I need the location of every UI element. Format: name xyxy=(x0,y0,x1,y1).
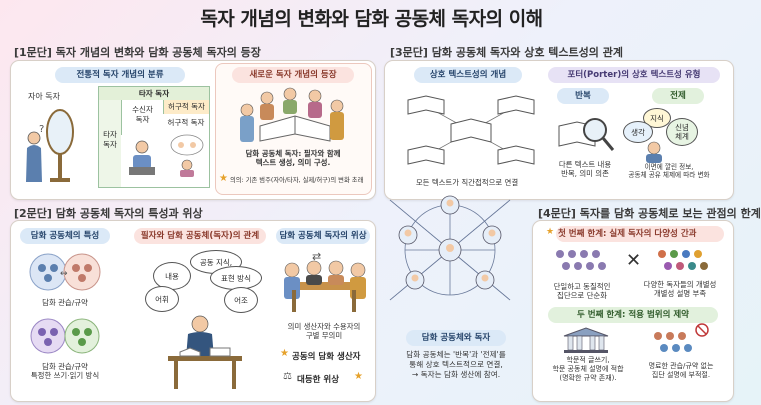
reader-at-computer-icon xyxy=(129,140,155,175)
fictional-reader-cell-2: 허구적 독자 xyxy=(167,118,205,127)
collaborating-group-illustration: ⇄ xyxy=(284,250,366,312)
knowledge-bubble: 지식 xyxy=(643,108,671,128)
new-reader-note: 의의: 기존 범주(자아/타자, 실제/허구)의 변화 초래 xyxy=(230,177,364,184)
svg-text:?: ? xyxy=(39,124,44,135)
limit2-right: 명료한 관습/규약 없는 집단 설명에 부적절. xyxy=(648,362,714,379)
imagined-reader-icon xyxy=(170,134,204,177)
bubble-expression: 표현 방식 xyxy=(210,266,262,290)
belief-system-bubble: 신념 체계 xyxy=(666,118,698,146)
other-reader-side: 타자 독자 xyxy=(99,100,121,187)
star-icon-left: ★ xyxy=(280,348,289,359)
community-writing-together-illustration xyxy=(240,87,344,142)
section3-heading: [3문단] 담화 공동체 독자와 상호 텍스트성의 관계 xyxy=(390,46,623,59)
traits-label-2: 담화 관습/규약 특정한 쓰기·읽기 방식 xyxy=(30,362,100,381)
co-producer-label: 공동의 담화 생산자 xyxy=(292,352,361,362)
community-network-illustration xyxy=(389,195,511,301)
community-circles-icon: ↔ xyxy=(29,253,101,291)
star-icon-right: ★ xyxy=(354,371,363,382)
reader-classification-table: 타자 독자 타자 독자 수신자 독자 허구적 독자 허구적 독자 xyxy=(98,86,210,188)
intertextuality-desc: 모든 텍스트가 직간접적으로 연결 xyxy=(415,178,519,187)
new-reader-pill: 새로운 독자 개념의 등장 xyxy=(232,67,354,83)
thought-bubble: 생각 xyxy=(623,121,653,143)
section2-heading: [2문단] 담화 공동체 독자의 특성과 위상 xyxy=(14,207,203,220)
svg-text:↔: ↔ xyxy=(60,269,68,279)
section1-heading: [1문단] 독자 개념의 변화와 담화 공동체 독자의 등장 xyxy=(14,46,261,59)
limit2-pill: 두 번째 한계: 적용 범위의 제약 xyxy=(548,307,718,323)
community-reader-pill: 담화 공동체와 독자 xyxy=(406,330,506,346)
writer-community-relation-pill: 필자와 담화 공동체(독자)의 관계 xyxy=(134,228,266,244)
repeat-desc: 다른 텍스트 내용 반복, 의미 의존 xyxy=(558,160,612,179)
reader-status-pill: 담화 공동체 독자의 위상 xyxy=(276,228,370,244)
star-icon: ★ xyxy=(219,173,228,184)
bubble-tone: 어조 xyxy=(224,287,258,313)
new-reader-desc: 담화 공동체 독자: 필자와 함께 텍스트 생성, 의미 구성. xyxy=(245,149,341,168)
magnifier-book-icon xyxy=(558,118,615,151)
limit1-pill: 첫 번째 한계: 실제 독자의 다양성 간과 xyxy=(556,226,724,242)
mirror-self-reader-illustration: ? xyxy=(26,109,74,182)
writer-at-desk-illustration xyxy=(168,315,242,389)
bubble-vocabulary: 어휘 xyxy=(145,286,179,312)
uniform-crowd-icon xyxy=(556,250,606,270)
scale-icon: ⚖ xyxy=(283,371,292,382)
traits-label-1: 담화 관습/규약 xyxy=(42,298,88,307)
diverse-crowd-icon xyxy=(658,250,708,270)
star-icon-limit1: ★ xyxy=(546,227,555,237)
intertextuality-concept-pill: 상호 텍스트성의 개념 xyxy=(414,67,522,83)
community-circles-icon-2 xyxy=(30,318,100,354)
connected-books-illustration xyxy=(407,95,535,165)
limit1-right: 다양한 독자들의 개별성 개별성 설명 부족 xyxy=(643,280,717,299)
limit2-left: 학문적 글쓰기, 학문 공동체 설명에 적합 (명확한 규약 존재). xyxy=(552,356,624,382)
community-traits-pill: 담화 공동체의 특성 xyxy=(20,228,110,244)
academy-building-icon xyxy=(563,327,609,353)
svg-text:⇄: ⇄ xyxy=(312,250,321,263)
limit1-left: 단일하고 동질적인 집단으로 단순화 xyxy=(553,282,611,301)
self-reader-label: 자아 독자 xyxy=(28,92,60,101)
section2-panel xyxy=(10,220,376,402)
traditional-reader-pill: 전통적 독자 개념의 분류 xyxy=(55,67,185,83)
person-thinking-icon xyxy=(646,141,662,163)
other-reader-header: 타자 독자 xyxy=(99,87,209,100)
cross-icon: ✕ xyxy=(626,250,642,271)
premise-desc: 이면에 깔린 정보, 공동체 공유 체제에 따라 변화 xyxy=(628,163,710,180)
fictional-reader-cell: 허구적 독자 xyxy=(163,100,209,114)
page-title: 독자 개념의 변화와 담화 공동체 독자의 이해 xyxy=(200,8,543,30)
community-reader-desc: 담화 공동체는 '반복'과 '전제'를 통해 상호 텍스트적으로 연결, → 독… xyxy=(406,350,506,380)
real-reader-cell: 수신자 독자 xyxy=(121,100,163,135)
unclear-group-icon xyxy=(654,323,709,352)
equal-status-label: 대등한 위상 xyxy=(297,375,340,385)
premise-pill: 전제 xyxy=(652,88,704,104)
porter-types-pill: 포터(Porter)의 상호 텍스트성 유형 xyxy=(548,67,720,83)
section4-heading: [4문단] 독자를 담화 공동체로 보는 관점의 한계 xyxy=(538,207,761,220)
repeat-pill: 반복 xyxy=(557,88,609,104)
status-desc: 의미 생산자와 수용자의 구별 무의미 xyxy=(287,322,361,341)
